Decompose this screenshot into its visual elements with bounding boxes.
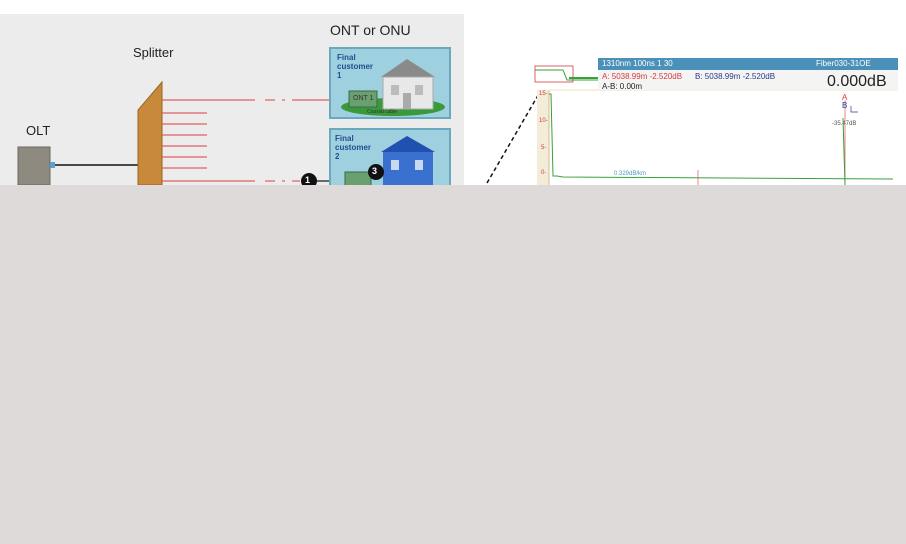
badge-1: 1 — [305, 175, 311, 185]
customer-1-line1: Final — [337, 53, 356, 62]
delta-db-readout: 0.000dB — [827, 73, 887, 90]
customer-2-label: Final customer 2 — [335, 134, 371, 161]
pon-diagram-graphic — [17, 80, 330, 185]
otdr-header-right: Fiber030-31OE — [816, 59, 871, 68]
y-tick-10: 10- — [539, 118, 548, 124]
y-tick-0: 0- — [541, 170, 547, 176]
blank-gray-area — [0, 185, 906, 544]
y-tick-15: 15- — [539, 91, 548, 97]
otdr-header-left: 1310nm 100ns 1 30 — [602, 59, 673, 68]
ont-1-label: ONT 1 — [353, 95, 374, 102]
house-2-graphic — [344, 136, 435, 187]
badge-3-circle — [368, 164, 384, 180]
house-1-graphic — [341, 59, 445, 116]
customer-2-line2: customer — [335, 143, 372, 152]
y-tick-5: 5- — [541, 145, 547, 151]
fiber-attenuation-label: 0.329dB/km — [614, 171, 647, 177]
olt-device — [17, 146, 51, 185]
otdr-header-bar: 1310nm 100ns 1 30 Fiber030-31OE — [598, 58, 898, 70]
ont-title: ONT or ONU — [330, 22, 411, 38]
otdr-info-bar: A: 5038.99m -2.520dB B: 5038.99m -2.520d… — [598, 70, 898, 91]
zoom-connector — [486, 91, 541, 184]
coaxial-cable-label: Coaxial cable — [367, 109, 398, 115]
event-loss-label: -35.47dB — [832, 121, 857, 127]
customer-2-line1: Final — [335, 134, 354, 143]
customer-2-box: Final customer 2 3 — [329, 128, 451, 187]
split-fibers — [162, 99, 330, 182]
customer-1-line3: 1 — [337, 71, 342, 80]
customer-1-label: Final customer 1 — [337, 53, 373, 80]
badge-1-circle — [301, 173, 317, 185]
splitter-shape — [137, 80, 163, 185]
cursor-a-readout: A: 5038.99m -2.520dB — [602, 72, 683, 81]
splitter-label: Splitter — [133, 45, 174, 60]
cursor-b-readout: B: 5038.99m -2.520dB — [695, 72, 776, 81]
olt-port — [50, 162, 55, 168]
marker-b-label: B — [842, 101, 848, 110]
customer-1-box: Final customer 1 ONT 1 Coaxial cable — [329, 47, 451, 119]
customer-2-line3: 2 — [335, 152, 340, 161]
cursor-ab-readout: A-B: 0.00m — [602, 82, 643, 91]
badge-3: 3 — [372, 166, 378, 176]
marker-a-label: A — [842, 93, 848, 102]
customer-1-line2: customer — [337, 62, 374, 71]
olt-label: OLT — [26, 123, 51, 138]
otdr-trace-graphic — [534, 65, 898, 185]
